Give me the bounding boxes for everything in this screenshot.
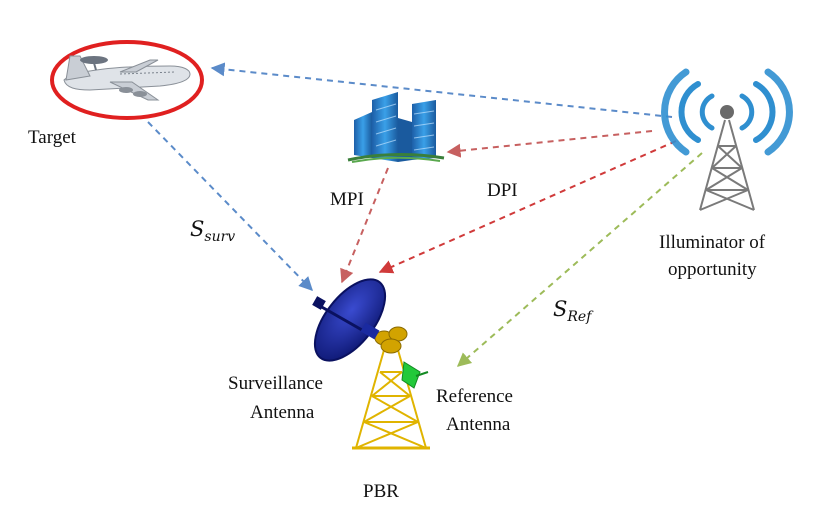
satellite-dish-icon [312,278,387,362]
building-icon [347,92,445,163]
reference-label-line1: Reference [436,386,513,407]
target-label: Target [28,127,77,148]
pbr-label: PBR [363,481,399,502]
radio-tower-icon [699,105,755,211]
mpi-label: MPI [330,189,364,210]
illuminator-label-line2: opportunity [668,259,757,280]
airplane-icon [63,55,191,101]
illuminator-label-line1: Illuminator of [659,232,766,253]
s-surv-main: S [190,217,204,241]
dpi-label: DPI [487,180,518,201]
s-ref-main: S [553,297,567,321]
tower-top-cluster [374,326,408,354]
radio-waves-icon [661,68,793,156]
signal-paths [147,62,703,367]
illuminator: Illuminator of opportunity [659,68,793,280]
s-ref-symbol: SRef [553,297,594,325]
dpi-path [378,140,677,274]
reference-label-line2: Antenna [446,414,511,435]
s-ref-subscript: Ref [566,309,594,325]
reference-path [456,152,703,367]
reference-antenna-icon [401,361,429,389]
target-ring [50,40,204,120]
lattice-tower-icon [352,349,430,450]
s-surv-symbol: Ssurv [190,217,235,245]
reference-tower [352,326,430,450]
mpi-path [340,167,389,284]
illuminator-to-target-path [210,62,673,118]
surveillance-label-line2: Antenna [250,402,315,423]
illuminator-to-building-path [446,130,653,158]
target-to-surveillance-path [147,121,313,292]
surveillance-label-line1: Surveillance [228,373,323,394]
target: Target [28,40,204,148]
s-surv-subscript: surv [204,229,235,245]
